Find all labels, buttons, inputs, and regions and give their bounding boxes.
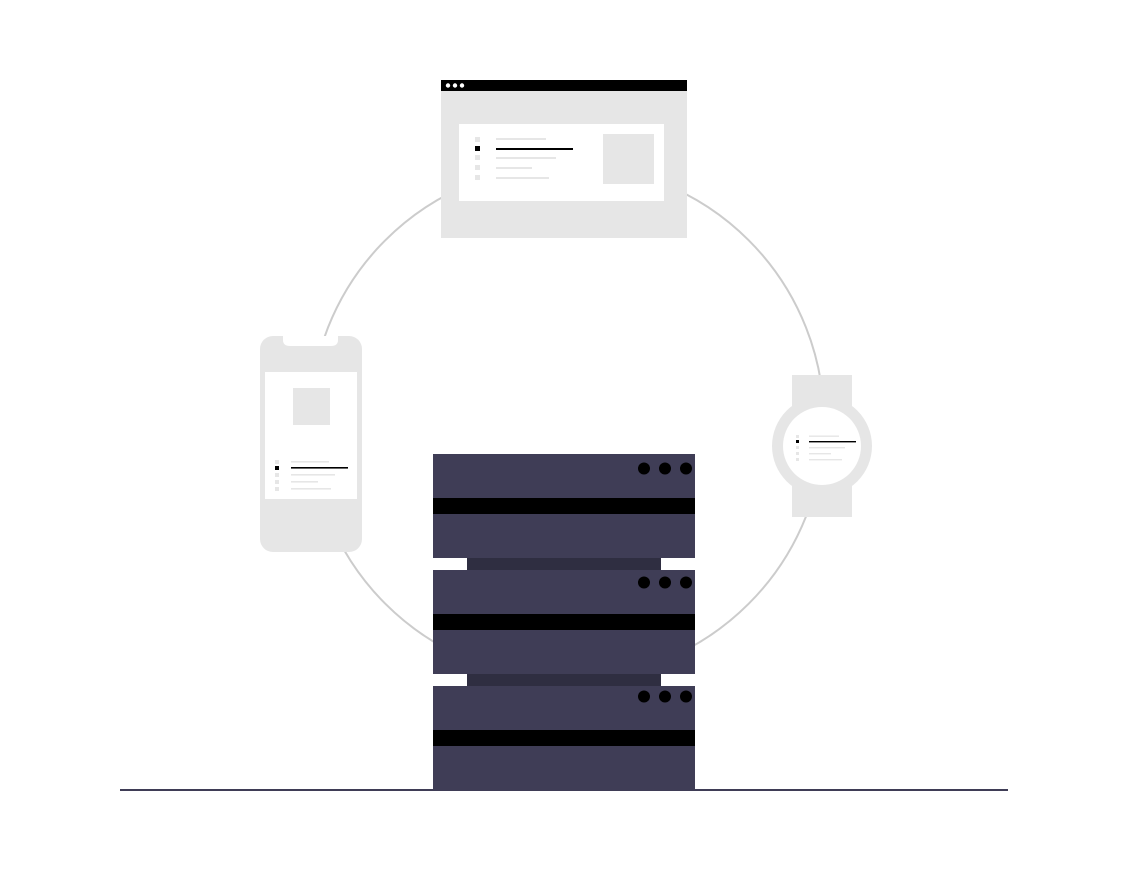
watch-list-line: [809, 435, 839, 437]
phone-list-line: [291, 488, 331, 490]
browser-list-line: [496, 167, 532, 169]
server-link: [467, 674, 661, 686]
phone-list-bullet: [275, 460, 279, 464]
server-status-light: [659, 576, 671, 589]
phone-list-bullet: [275, 473, 279, 477]
watch-face: [783, 407, 861, 485]
server-status-light: [638, 690, 650, 703]
server-rack-icon: [433, 454, 695, 790]
watch-list-line: [809, 453, 831, 455]
phone-list-bullet: [275, 487, 279, 491]
watch-list-line: [809, 459, 842, 461]
server-unit-stripe: [433, 614, 695, 630]
phone-list-line-selected: [291, 467, 348, 469]
browser-image-placeholder: [603, 134, 654, 184]
server-status-light: [680, 462, 692, 475]
browser-window-dot: [459, 83, 465, 88]
server-status-light: [638, 462, 650, 475]
phone-list-bullet: [275, 480, 279, 484]
phone-notch: [283, 336, 338, 346]
server-link: [467, 558, 661, 570]
watch-list-line: [809, 447, 845, 449]
phone-image-placeholder: [293, 388, 330, 425]
watch-list-line-selected: [809, 441, 856, 443]
watch-list-bullet: [796, 458, 799, 461]
browser-list-line: [496, 138, 546, 140]
browser-title-bar: [441, 80, 687, 91]
server-status-light: [680, 690, 692, 703]
browser-window-dot: [452, 83, 458, 88]
browser-list-bullet: [475, 155, 480, 160]
server-status-light: [638, 576, 650, 589]
watch-list-bullet-selected: [796, 440, 799, 443]
server-unit-stripe: [433, 730, 695, 746]
browser-list-bullet: [475, 137, 480, 142]
browser-window-icon: [441, 80, 687, 238]
watch-list-bullet: [796, 435, 799, 438]
browser-list-line: [496, 157, 556, 159]
phone-list-line: [291, 461, 329, 463]
browser-window-dot: [445, 83, 451, 88]
smartwatch-icon: [772, 375, 872, 517]
server-unit-stripe: [433, 498, 695, 514]
watch-list-bullet: [796, 446, 799, 449]
phone-list-line: [291, 481, 318, 483]
browser-list-bullet: [475, 175, 480, 180]
browser-list-bullet: [475, 165, 480, 170]
browser-list-line: [496, 177, 549, 179]
browser-list-bullet-selected: [475, 146, 480, 151]
phone-list-bullet-selected: [275, 466, 279, 470]
server-status-light: [659, 690, 671, 703]
server-status-light: [680, 576, 692, 589]
phone-list-line: [291, 474, 335, 476]
smartphone-icon: [260, 336, 362, 552]
server-status-light: [659, 462, 671, 475]
browser-list-line-selected: [496, 148, 573, 150]
watch-list-bullet: [796, 452, 799, 455]
